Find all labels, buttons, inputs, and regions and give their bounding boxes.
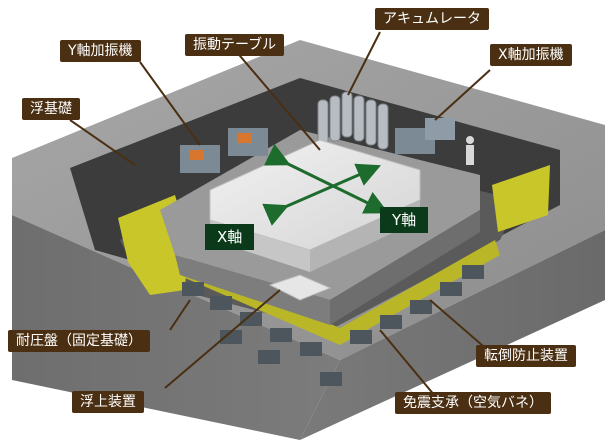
label-y-shaker: Y軸加振機 — [60, 40, 141, 62]
label-overturn-prevent: 転倒防止装置 — [476, 345, 576, 367]
label-shake-table: 振動テーブル — [185, 34, 284, 56]
label-float-foundation: 浮基礎 — [22, 98, 80, 120]
label-accumulator: アキュムレータ — [375, 8, 489, 30]
axis-label-x: X軸 — [205, 224, 254, 250]
label-x-shaker: X軸加振機 — [490, 44, 572, 66]
label-pressure-base: 耐圧盤（固定基礎） — [8, 330, 150, 352]
human-figure — [466, 136, 474, 165]
label-isolation-support: 免震支承（空気バネ） — [395, 392, 551, 414]
label-lift-device: 浮上装置 — [72, 391, 144, 413]
axis-label-y: Y軸 — [380, 207, 428, 233]
